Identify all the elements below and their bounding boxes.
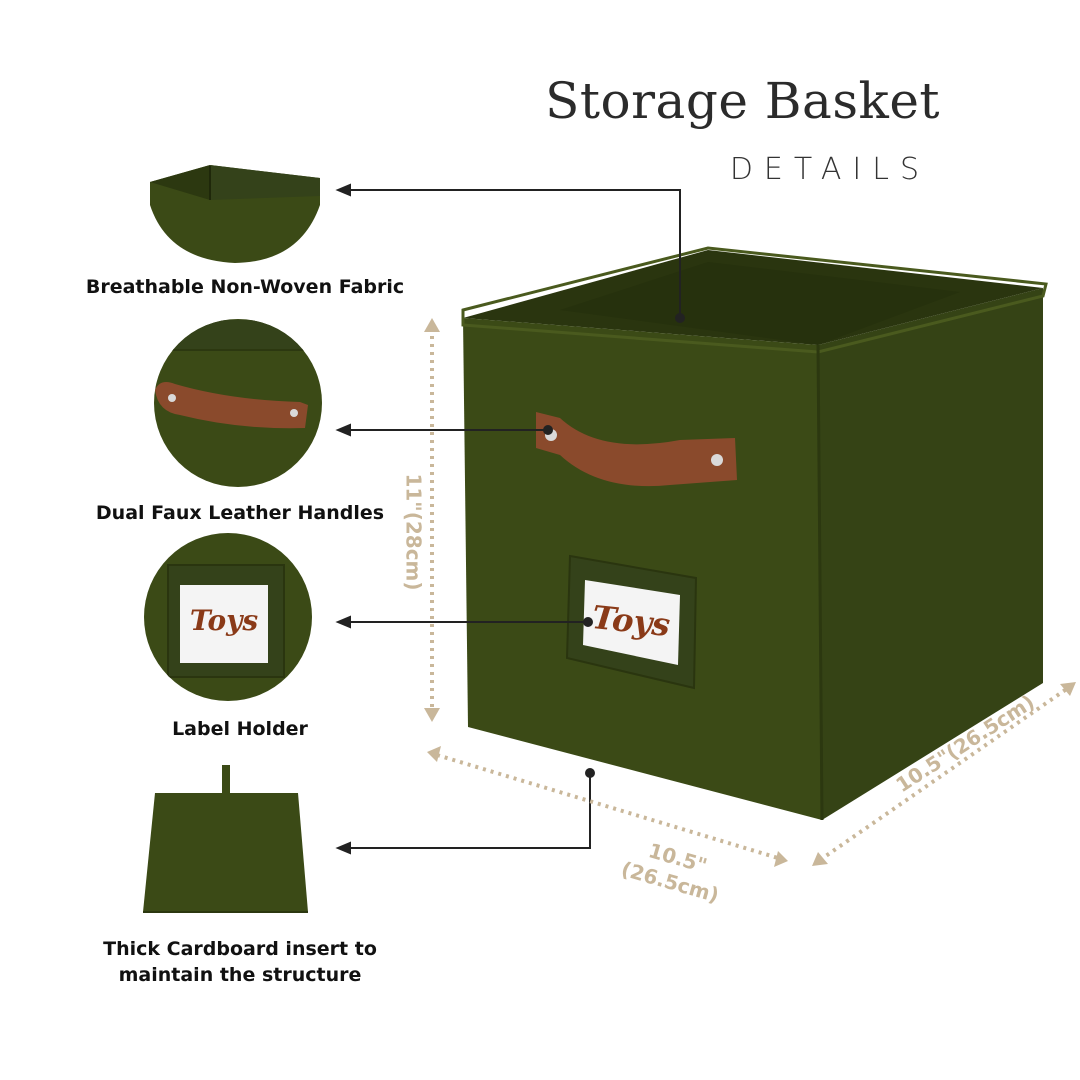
pointer-lines xyxy=(335,183,685,855)
feature-label-cardboard-1: Thick Cardboard insert to xyxy=(103,938,377,960)
fabric-corner-icon xyxy=(150,165,320,263)
label-holder: Toys xyxy=(565,554,698,690)
page-title: Storage Basket xyxy=(545,72,940,130)
leather-handle-icon xyxy=(154,319,322,487)
feature-label-handles: Dual Faux Leather Handles xyxy=(95,502,385,524)
feature-label-label-holder: Label Holder xyxy=(172,718,308,740)
label-holder-icon: Toys xyxy=(144,533,312,701)
dimension-arrowheads xyxy=(424,318,1076,867)
dimension-lines xyxy=(430,328,1070,862)
feature-label-fabric: Breathable Non-Woven Fabric xyxy=(85,276,405,298)
label-card-text-small: Toys xyxy=(190,604,259,637)
feature-label-cardboard-2: maintain the structure xyxy=(118,964,362,986)
cardboard-insert-icon xyxy=(143,765,308,913)
leather-handle xyxy=(536,412,737,487)
height-dimension-label: 11"(28cm) xyxy=(401,473,426,591)
page-subtitle: DETAILS xyxy=(729,152,930,187)
storage-basket: Toys xyxy=(461,246,1048,821)
label-card-text: Toys xyxy=(590,598,672,644)
